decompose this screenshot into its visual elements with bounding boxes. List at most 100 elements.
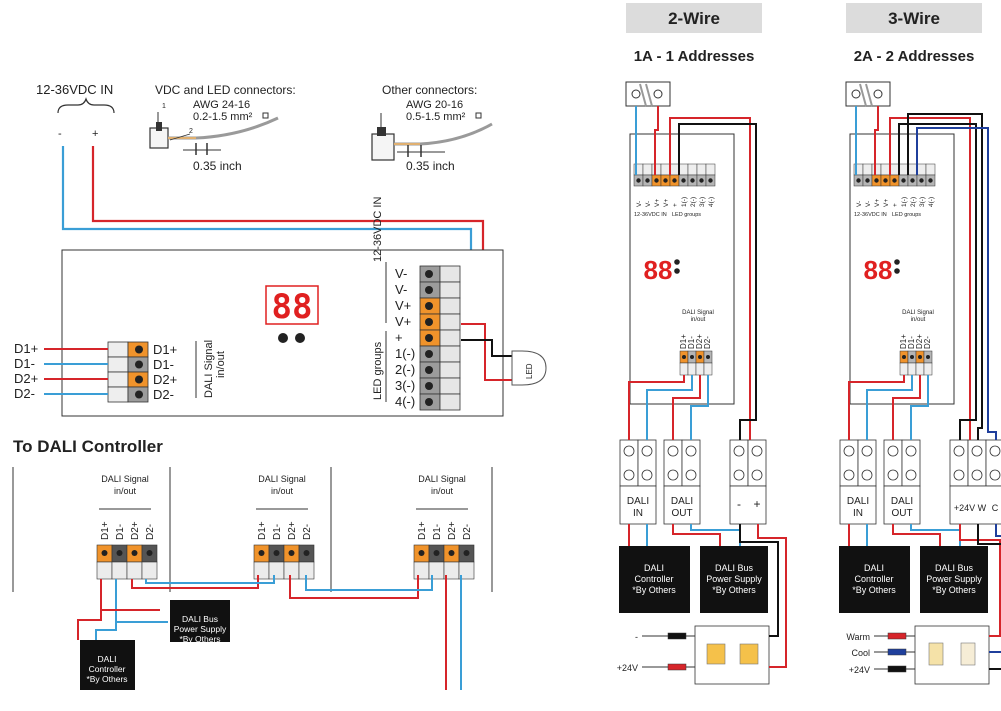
three_wire-dali-terminal-hole [918, 355, 922, 359]
two_wire-top-terminal-bay [669, 163, 680, 176]
three_wire-wire [977, 524, 1001, 670]
three_wire-block-label-box [839, 485, 877, 525]
two_wire-header: 2-Wire [668, 9, 720, 28]
module-terminal-bay [126, 561, 143, 580]
three_wire-wire [874, 106, 879, 175]
module-pin-label: D2+ [447, 521, 458, 540]
left-terminal-hole [425, 350, 433, 358]
two_wire-dali-terminal-hole [682, 355, 686, 359]
led-label: LED [525, 363, 534, 379]
two_wire-dali-terminal-hole [698, 355, 702, 359]
left-external-dali-lines: D1+D1-D2+D2- [14, 341, 108, 401]
two_wire-top-terminal-bay [651, 163, 662, 176]
three_wire-top-terminal-label: V+ [883, 199, 890, 207]
module-label-line2: in/out [431, 486, 454, 496]
vdc-small-square [262, 112, 269, 119]
two_wire-top-terminal-hole [690, 178, 695, 183]
three_wire-top-terminal-bay [907, 163, 918, 176]
left-terminal-screw-bay [439, 377, 461, 395]
left-dali-label-2: in/out [215, 351, 227, 378]
vdc-awg: AWG 24-16 [193, 99, 250, 111]
other-connector-icon [371, 113, 493, 161]
left-terminal-hole [425, 398, 433, 406]
two_wire-top-terminal-label: V+ [663, 199, 670, 207]
vdc-mm2: 0.2-1.5 mm² [193, 111, 253, 123]
module-label-line1: DALI Signal [418, 474, 466, 484]
two_wire-top-terminal-bay [687, 163, 698, 176]
module-pin-label: D1+ [417, 521, 428, 540]
two_wire-block-screw-bottom [733, 469, 745, 481]
three_wire-dali-terminal-hole [902, 355, 906, 359]
module-terminal-hole [116, 550, 123, 556]
two_wire-block-label-2: IN [633, 508, 643, 519]
external-dali-label: D2+ [14, 371, 38, 386]
left-device-terminal-block: V-V-V+V++1(-)2(-)3(-)4(-) [395, 265, 461, 411]
left-terminal-label: V- [395, 282, 407, 297]
two_wire-block-label-1: - [737, 497, 741, 511]
two_wire-controller-line: *By Others [632, 585, 676, 595]
external-dali-label: D1+ [14, 341, 38, 356]
three_wire-dali-pin-label: D2- [923, 336, 932, 349]
two_wire-subtitle: 1A - 1 Addresses [634, 48, 755, 65]
three_wire-header-box [846, 3, 982, 33]
three_wire-top-terminal-hole [874, 178, 879, 183]
two_wire-wire-label: - [635, 632, 638, 642]
three_wire-dali-label-1: DALI Signal [902, 310, 934, 316]
three_wire-controller-line: Controller [854, 574, 893, 584]
module-label-line1: DALI Signal [101, 474, 149, 484]
three_wire-block-screw-top [843, 445, 855, 457]
module-terminal-hole [463, 550, 470, 556]
three_wire-power-connector-detail [859, 83, 873, 107]
module-terminal-bay [141, 561, 158, 580]
left-terminal-hole [425, 382, 433, 390]
other-strip-measure [397, 145, 445, 157]
two_wire-block-screw-bottom [685, 469, 697, 481]
two_wire-top-terminal-label: V- [636, 201, 643, 207]
two_wire-top-terminal-label: 1(-) [681, 197, 688, 207]
two_wire-power-label: 12-36VDC IN [634, 212, 667, 218]
vdc-step1-label: 1 [162, 103, 166, 110]
module-terminal-bay [458, 561, 475, 580]
left-terminal-screw-bay [439, 393, 461, 411]
left-device-display: 88 [265, 285, 319, 343]
to-dali-title: To DALI Controller [13, 437, 163, 456]
ps-line1: DALI Bus [182, 614, 218, 624]
left-dali-screw-bay [107, 356, 129, 373]
power-plus-label: + [92, 128, 98, 140]
three_wire-top-terminal-bay [862, 163, 873, 176]
two_wire-wire [646, 375, 693, 440]
three_wire-power-supply-line: Power Supply [926, 574, 982, 584]
three_wire-top-terminal-label: 1(-) [901, 197, 908, 207]
module-terminal-hole [273, 550, 280, 556]
two_wire-header-box [626, 3, 762, 33]
left-led-group-label: LED groups [372, 341, 384, 400]
left-dali-screw-bay [107, 386, 129, 403]
three_wire-block-screw-top [887, 445, 899, 457]
two_wire-block-screw-bottom [641, 469, 653, 481]
power-in-brace [57, 97, 115, 114]
three_wire-wire [916, 127, 997, 440]
two_wire-top-terminal-hole [654, 178, 659, 183]
module-terminal-hole [258, 550, 265, 556]
three_wire-wire-label: Warm [846, 632, 870, 642]
three_wire-wire [898, 123, 977, 440]
three_wire-display-dot1 [894, 259, 900, 265]
three_wire-wire [866, 375, 913, 440]
led-bulb-icon [511, 350, 547, 386]
two_wire-led-chip-2 [739, 643, 759, 665]
three_wire-wire [910, 375, 929, 440]
module-label-line2: in/out [114, 486, 137, 496]
three_wire-dali-pin-label: D1+ [899, 334, 908, 349]
left-terminal-label: 4(-) [395, 394, 415, 409]
three_wire-block-screw-bottom [887, 469, 899, 481]
three_wire-top-terminal-label: V- [865, 201, 872, 207]
left-device-dali-block: D1+D1-D2+D2- [107, 341, 177, 403]
module-pin-label: D1+ [257, 521, 268, 540]
three_wire-wire [907, 113, 983, 440]
three_wire-wire [892, 524, 941, 546]
three_wire-led-strip [914, 625, 990, 685]
vdc-step2-label: 2 [189, 128, 193, 135]
three_wire-top-terminal-hole [892, 178, 897, 183]
